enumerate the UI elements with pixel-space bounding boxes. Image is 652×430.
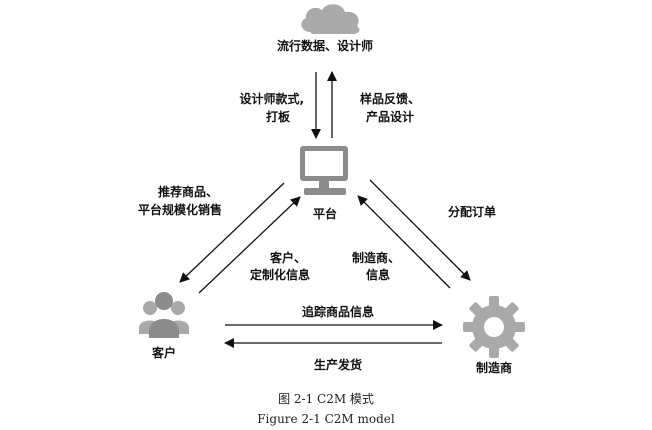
arrow-manufacturer-to-platform <box>357 195 451 289</box>
edge-label-customer-to-platform-2: 定制化信息 <box>250 267 310 282</box>
arrow-customer-to-platform <box>198 196 301 294</box>
edge-label-customer-to-platform-1: 客户、 <box>269 250 306 265</box>
edge-label-platform-to-manufacturer: 分配订单 <box>448 204 496 219</box>
edge-label-platform-to-customer-1: 推荐商品、 <box>158 184 218 199</box>
platform-node: 平台 <box>300 146 348 221</box>
figure-caption-en: Figure 2-1 C2M model <box>257 412 395 426</box>
edge-label-platform-to-cloud-1: 样品反馈、 <box>360 91 420 106</box>
people-icon <box>139 292 189 338</box>
edge-label-platform-to-customer-2: 平台规模化销售 <box>138 202 222 217</box>
gear-icon <box>463 296 525 358</box>
edge-label-manufacturer-to-platform-1: 制造商、 <box>352 250 400 265</box>
cloud-label: 流行数据、设计师 <box>277 38 373 53</box>
customer-node: 客户 <box>139 292 189 360</box>
platform-label: 平台 <box>313 206 337 221</box>
edge-label-cloud-to-platform-2: 打板 <box>266 109 291 124</box>
arrow-platform-to-manufacturer <box>369 179 471 281</box>
computer-icon <box>300 146 348 195</box>
manufacturer-label: 制造商 <box>476 360 512 375</box>
customer-label: 客户 <box>151 345 176 360</box>
manufacturer-node: 制造商 <box>463 296 525 375</box>
edge-label-platform-to-cloud-2: 产品设计 <box>366 109 414 124</box>
cloud-icon <box>301 4 360 34</box>
edge-label-customer-to-manufacturer: 追踪商品信息 <box>302 304 374 319</box>
arrow-platform-to-customer <box>179 182 285 283</box>
figure-caption-cn: 图 2-1 C2M 模式 <box>278 392 374 406</box>
edge-label-manufacturer-to-customer: 生产发货 <box>314 357 362 372</box>
cloud-node: 流行数据、设计师 <box>277 4 373 53</box>
edge-label-manufacturer-to-platform-2: 信息 <box>366 267 390 282</box>
edge-label-cloud-to-platform-1: 设计师款式, <box>239 91 304 106</box>
